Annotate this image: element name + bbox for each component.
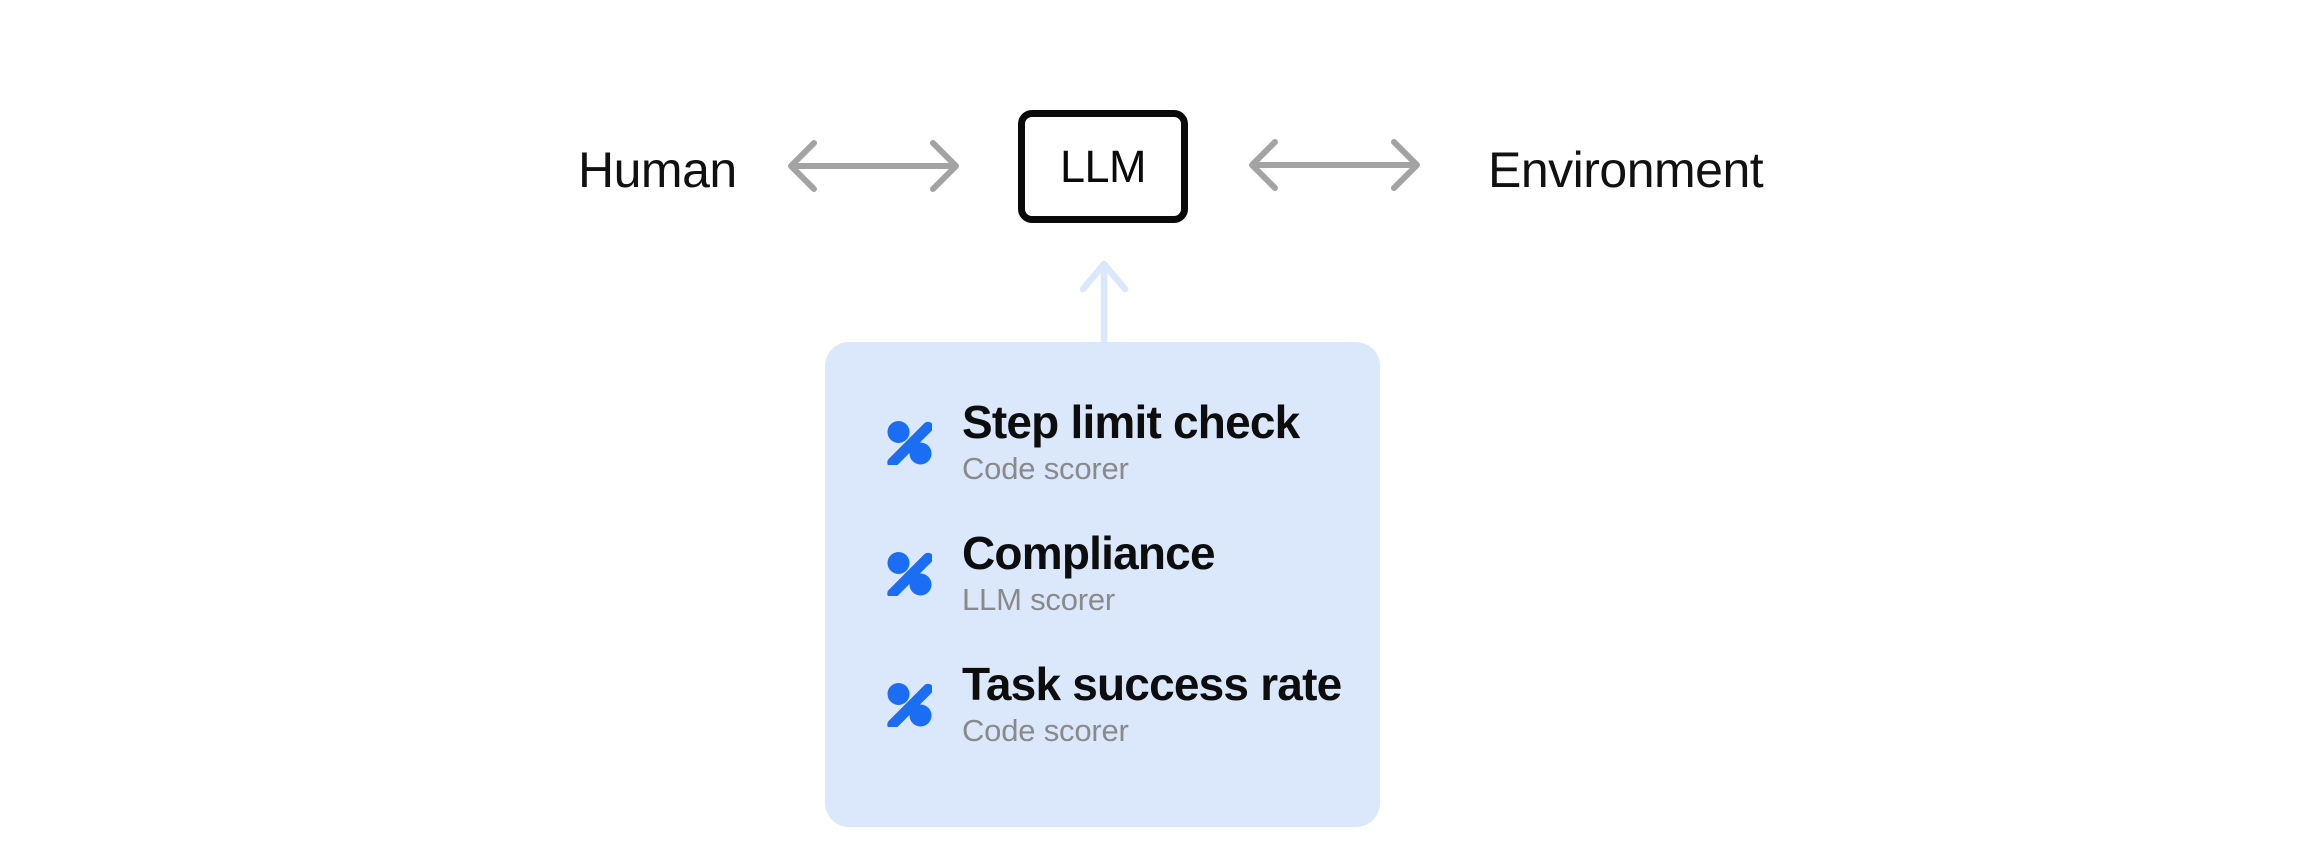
llm-node-box: LLM (1018, 110, 1188, 223)
percent-icon (887, 421, 932, 465)
scorer-row: Task success rate Code scorer (885, 658, 1350, 749)
percent-icon (887, 552, 932, 596)
scorer-title: Compliance (962, 527, 1216, 579)
human-llm-double-arrow-icon (788, 140, 959, 192)
percent-icon (887, 683, 932, 727)
up-arrow-icon (1079, 260, 1129, 344)
scorer-text: Compliance LLM scorer (962, 527, 1216, 618)
scorer-title: Task success rate (962, 658, 1342, 710)
scorer-row: Compliance LLM scorer (885, 527, 1350, 618)
scorer-text: Task success rate Code scorer (962, 658, 1342, 749)
scorers-panel: Step limit check Code scorer Compliance … (825, 342, 1380, 827)
scorer-title: Step limit check (962, 396, 1300, 448)
scorer-row: Step limit check Code scorer (885, 396, 1350, 487)
scorer-text: Step limit check Code scorer (962, 396, 1300, 487)
human-node-label: Human (578, 142, 737, 198)
scorer-subtitle: LLM scorer (962, 582, 1116, 617)
scorer-subtitle: Code scorer (962, 713, 1129, 748)
environment-node-label: Environment (1488, 142, 1764, 198)
llm-node-label: LLM (1059, 140, 1147, 192)
llm-environment-double-arrow-icon (1249, 139, 1420, 191)
scorer-subtitle: Code scorer (962, 451, 1129, 486)
